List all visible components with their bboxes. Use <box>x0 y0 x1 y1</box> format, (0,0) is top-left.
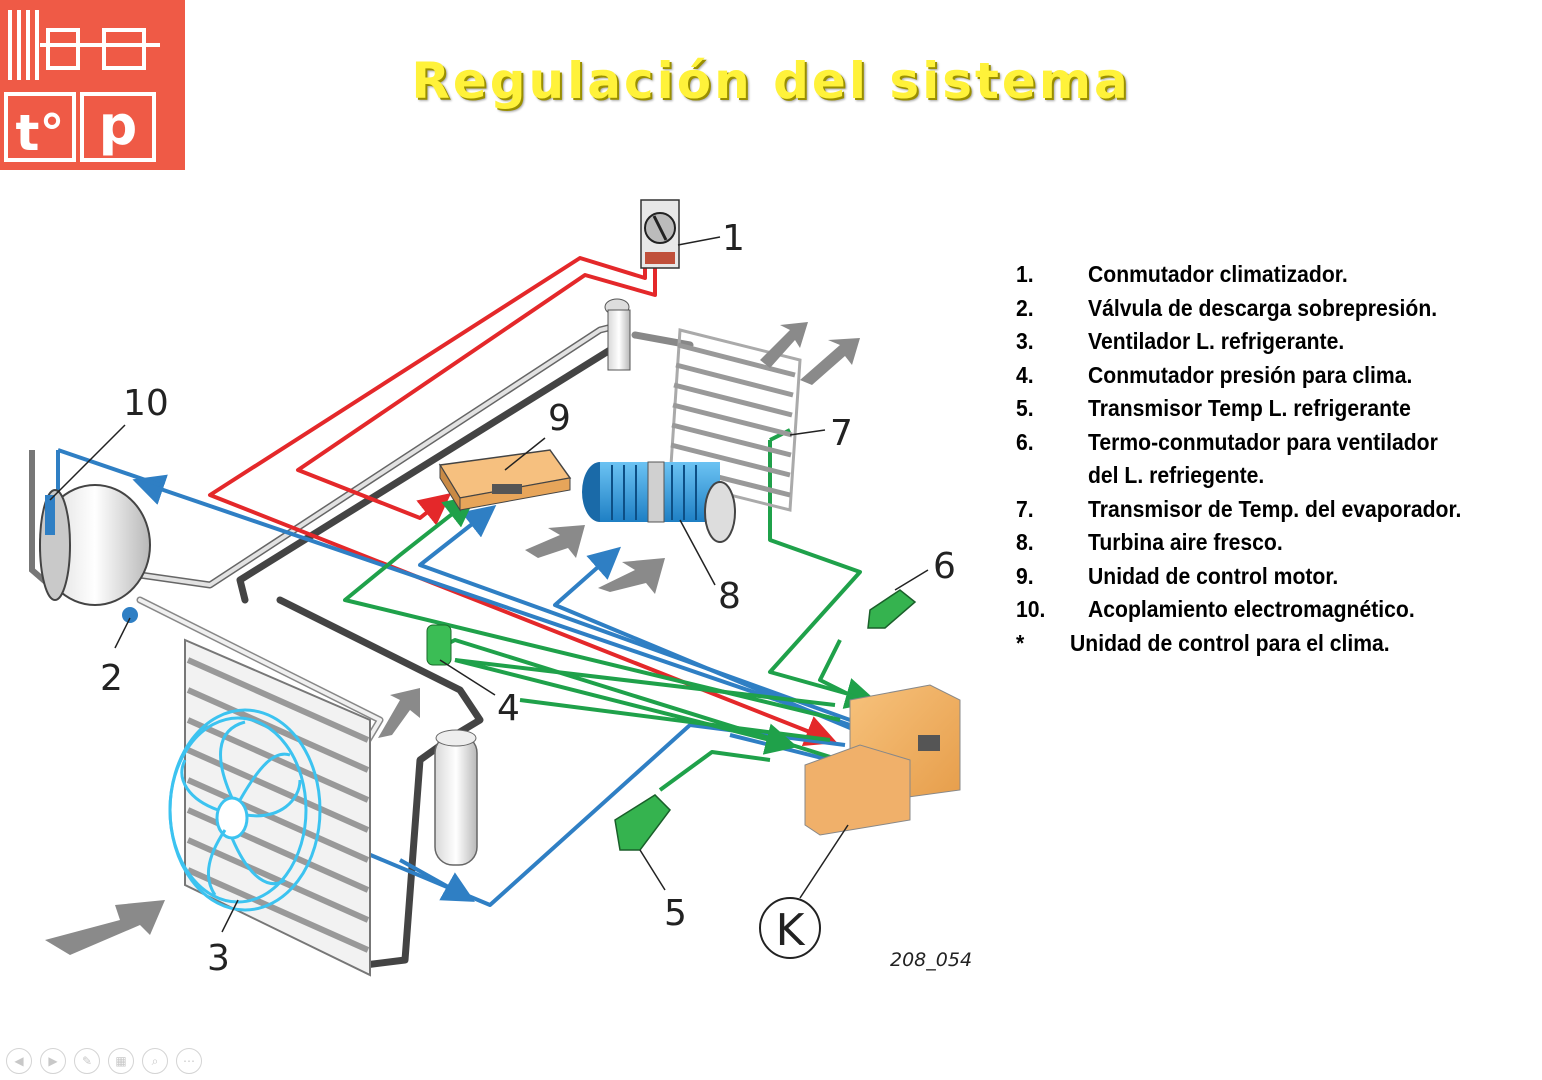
legend-item: 8. Turbina aire fresco. <box>1016 526 1461 560</box>
pen-icon[interactable]: ✎ <box>74 1048 100 1074</box>
callout-7: 7 <box>830 413 853 454</box>
evaporator <box>668 328 802 512</box>
ac-regulation-diagram: K 1 2 3 4 5 6 7 8 9 10 208_054 <box>29 199 972 979</box>
legend-text: Termo-conmutador para ventilador <box>1088 428 1438 455</box>
compressor <box>29 450 151 623</box>
callout-numbers: 1 2 3 4 5 6 7 8 9 10 <box>100 218 956 979</box>
page-title: Regulación del sistema <box>411 52 1131 110</box>
pressure-switch <box>426 624 452 666</box>
callout-6: 6 <box>933 546 956 587</box>
legend-item: 6. Termo-conmutador para ventilador <box>1016 426 1461 460</box>
legend-number: 1. <box>1016 261 1034 287</box>
fan-thermo-switch <box>867 589 917 629</box>
legend-item: del L. refriegente. <box>1016 459 1461 493</box>
zoom-icon[interactable]: ⌕ <box>142 1048 168 1074</box>
legend-item: 9. Unidad de control motor. <box>1016 560 1461 594</box>
airflow-arrows <box>45 322 860 955</box>
slides-icon[interactable]: ▦ <box>108 1048 134 1074</box>
logo-graphic: t° p <box>4 10 160 162</box>
legend-number: 4. <box>1016 361 1034 388</box>
radiator-fan <box>168 708 322 912</box>
fresh-air-blower <box>582 461 736 543</box>
callout-3: 3 <box>207 938 230 979</box>
legend-item: 7. Transmisor de Temp. del evaporador. <box>1016 493 1461 527</box>
expansion-valve <box>604 298 631 371</box>
ac-switch <box>640 199 680 269</box>
legend-item: 3. Ventilador L. refrigerante. <box>1016 325 1461 359</box>
legend-number: 6. <box>1016 428 1034 455</box>
legend-item: 5. Transmisor Temp L. refrigerante <box>1016 392 1461 426</box>
callout-2: 2 <box>100 658 123 699</box>
legend-number: 2. <box>1016 294 1034 321</box>
legend-text: Transmisor Temp L. refrigerante <box>1088 395 1411 421</box>
coolant-temp-sensor <box>614 794 671 851</box>
callout-5: 5 <box>664 893 687 934</box>
legend-item: 2. Válvula de descarga sobrepresión. <box>1016 292 1461 326</box>
presentation-toolbar: ◀ ▶ ✎ ▦ ⌕ ⋯ <box>6 1048 202 1074</box>
logo-p-label: p <box>99 94 138 157</box>
legend-text: Conmutador climatizador. <box>1088 261 1348 287</box>
legend-number: 8. <box>1016 529 1034 555</box>
legend-item: 4. Conmutador presión para clima. <box>1016 359 1461 393</box>
legend-number: 7. <box>1016 495 1034 522</box>
legend-text: del L. refriegente. <box>1088 462 1265 488</box>
legend-text: Acoplamiento electromagnético. <box>1088 596 1415 622</box>
legend-text: Unidad de control para el clima. <box>1070 629 1390 656</box>
legend-text: Turbina aire fresco. <box>1088 529 1283 555</box>
legend-item: 10. Acoplamiento electromagnético. <box>1016 593 1461 627</box>
legend-text: Ventilador L. refrigerante. <box>1088 328 1345 354</box>
legend-number: 3. <box>1016 328 1034 354</box>
prev-icon[interactable]: ◀ <box>6 1048 32 1074</box>
control-symbol: K <box>759 897 821 959</box>
legend-number: 10. <box>1016 596 1046 622</box>
legend-text: Válvula de descarga sobrepresión. <box>1088 294 1438 321</box>
legend-text: Conmutador presión para clima. <box>1088 361 1413 388</box>
callout-1: 1 <box>722 218 745 259</box>
legend-number: * <box>1016 629 1025 656</box>
legend-text: Transmisor de Temp. del evaporador. <box>1088 495 1462 522</box>
control-symbol-label: K <box>776 905 806 956</box>
callout-leaders <box>49 236 929 933</box>
callout-4: 4 <box>497 688 520 729</box>
receiver-drier <box>434 729 478 866</box>
legend: 1. Conmutador climatizador. 2. Válvula de … <box>1016 258 1461 660</box>
logo: t° p <box>0 0 185 170</box>
logo-t-label: t° <box>16 104 65 162</box>
condenser <box>184 638 371 977</box>
legend-number: 5. <box>1016 395 1034 421</box>
figure-code: 208_054 <box>890 949 972 971</box>
legend-item: * Unidad de control para el clima. <box>1016 627 1461 661</box>
legend-text: Unidad de control motor. <box>1088 562 1339 589</box>
legend-item: 1. Conmutador climatizador. <box>1016 258 1461 292</box>
more-icon[interactable]: ⋯ <box>176 1048 202 1074</box>
next-icon[interactable]: ▶ <box>40 1048 66 1074</box>
climate-control-unit <box>804 684 961 836</box>
legend-number <box>1016 459 1088 493</box>
callout-9: 9 <box>548 398 571 439</box>
legend-number: 9. <box>1016 562 1034 589</box>
callout-8: 8 <box>718 576 741 617</box>
callout-10: 10 <box>123 383 169 424</box>
engine-control-unit <box>438 449 572 512</box>
